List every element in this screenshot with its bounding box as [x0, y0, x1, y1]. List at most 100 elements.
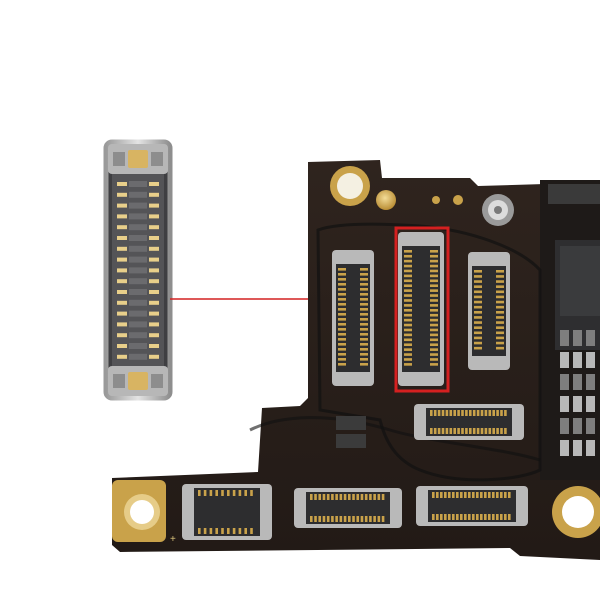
smd-component	[560, 330, 569, 346]
board-connector-pin	[404, 348, 412, 351]
board-connector-pin	[461, 428, 464, 434]
smd-component	[573, 352, 582, 368]
board-connectors-horizontal	[182, 404, 528, 540]
connector-pin	[149, 279, 159, 284]
board-connector-pin	[488, 492, 491, 498]
board-connector-pin	[474, 270, 482, 273]
board-connector-pin	[472, 514, 475, 520]
board-connector-pin	[338, 308, 346, 311]
board-connector-pin	[474, 346, 482, 350]
board-connector-pin	[474, 290, 482, 294]
board-connector-pin	[476, 428, 480, 434]
connector-pin	[117, 268, 127, 273]
board-connector-pin	[360, 278, 368, 281]
board-connector-pin	[437, 410, 441, 416]
board-connector-pin	[496, 285, 504, 288]
board-connector-pin	[338, 323, 346, 326]
board-connector-pin	[338, 283, 346, 286]
board-connector-pin	[430, 338, 438, 342]
smd-component	[586, 418, 595, 434]
board-connector-pin	[496, 341, 504, 345]
board-connector-pin	[430, 254, 438, 258]
board-connector-pin	[430, 294, 438, 297]
board-connector-pin	[360, 348, 368, 351]
board-connector-pin	[360, 328, 368, 331]
board-connector-pin	[310, 516, 313, 522]
smd-component	[560, 418, 569, 434]
board-connector-pin	[338, 328, 346, 331]
board-connector-pin	[318, 516, 322, 522]
connector-slot	[129, 310, 147, 317]
board-connector-pin	[476, 492, 479, 498]
board-connector-pin	[335, 516, 338, 522]
board-connector-pin	[404, 323, 412, 327]
board-connector-pin	[209, 528, 213, 534]
board-connector-pin	[496, 336, 504, 340]
board-connector-pin	[360, 358, 368, 361]
board-connector-pin	[474, 316, 482, 319]
board-connector-pin	[238, 528, 242, 534]
smd-component	[586, 396, 595, 412]
board-connector-pin	[404, 353, 412, 356]
board-connector-pin	[360, 283, 368, 286]
board-connector-pin	[310, 494, 313, 500]
board-connector-pin	[221, 490, 224, 496]
board-connector-pin	[404, 333, 412, 337]
board-connector-pin	[360, 338, 368, 341]
board-connector-pin	[244, 528, 247, 534]
connector-pin	[149, 203, 159, 208]
board-connector-pin	[476, 410, 480, 416]
board-connector-pin	[480, 514, 483, 520]
connector-pin	[149, 311, 159, 316]
board-connector-pin	[338, 343, 346, 346]
connector-pin	[149, 344, 159, 348]
board-connector-pin	[404, 343, 412, 347]
board-connector-pin	[464, 514, 467, 520]
smd-component	[560, 374, 569, 390]
board-connector-pin	[441, 428, 445, 434]
board-connector-pin	[496, 321, 504, 324]
board-connector-pin	[474, 295, 482, 299]
board-connector-pin	[404, 289, 412, 292]
board-connector-pin	[227, 528, 230, 534]
board-connector-pin	[474, 285, 482, 288]
board-connector-pin	[496, 492, 499, 498]
smd-component	[586, 440, 595, 456]
board-connector-pin	[404, 279, 412, 283]
smd-component	[573, 374, 582, 390]
board-connector-pin	[496, 311, 504, 314]
board-connector-pin	[338, 318, 346, 321]
board-connector-pin	[404, 294, 412, 297]
board-connector-pin	[360, 363, 368, 366]
board-connector-pin	[430, 428, 433, 434]
board-connector-pin	[381, 516, 385, 522]
board-connector-pin	[404, 363, 412, 366]
connector-pin	[149, 225, 159, 230]
board-connector-pin	[343, 494, 347, 500]
board-connector-pin	[480, 428, 484, 434]
board-connector-pin	[338, 293, 346, 296]
board-connector-pin	[360, 353, 368, 356]
connector-slot	[129, 289, 147, 295]
board-connector-pin	[339, 516, 343, 522]
board-connector-pin	[496, 290, 504, 294]
board-connector-pin	[488, 514, 491, 520]
board-connector-pin	[441, 410, 445, 416]
board-connector-pin	[430, 309, 438, 312]
board-connector-pin	[444, 492, 447, 498]
board-connector-pin	[448, 514, 451, 520]
board-connector-pin	[377, 516, 381, 522]
board-connector-pin	[404, 358, 412, 361]
board-connector-pin	[460, 492, 463, 498]
board-connector-pin	[430, 358, 438, 361]
connector-pin	[149, 322, 159, 327]
board-connector-pin	[360, 313, 368, 316]
smd-component	[573, 418, 582, 434]
connector-pin	[117, 333, 127, 338]
board-connector-pin	[209, 490, 213, 496]
board-connector-pin	[456, 492, 459, 498]
board-connector-pin	[468, 492, 471, 498]
board-connector-pin	[496, 270, 504, 273]
board-connector-pin	[456, 514, 459, 520]
board-connector-pin	[338, 333, 346, 336]
